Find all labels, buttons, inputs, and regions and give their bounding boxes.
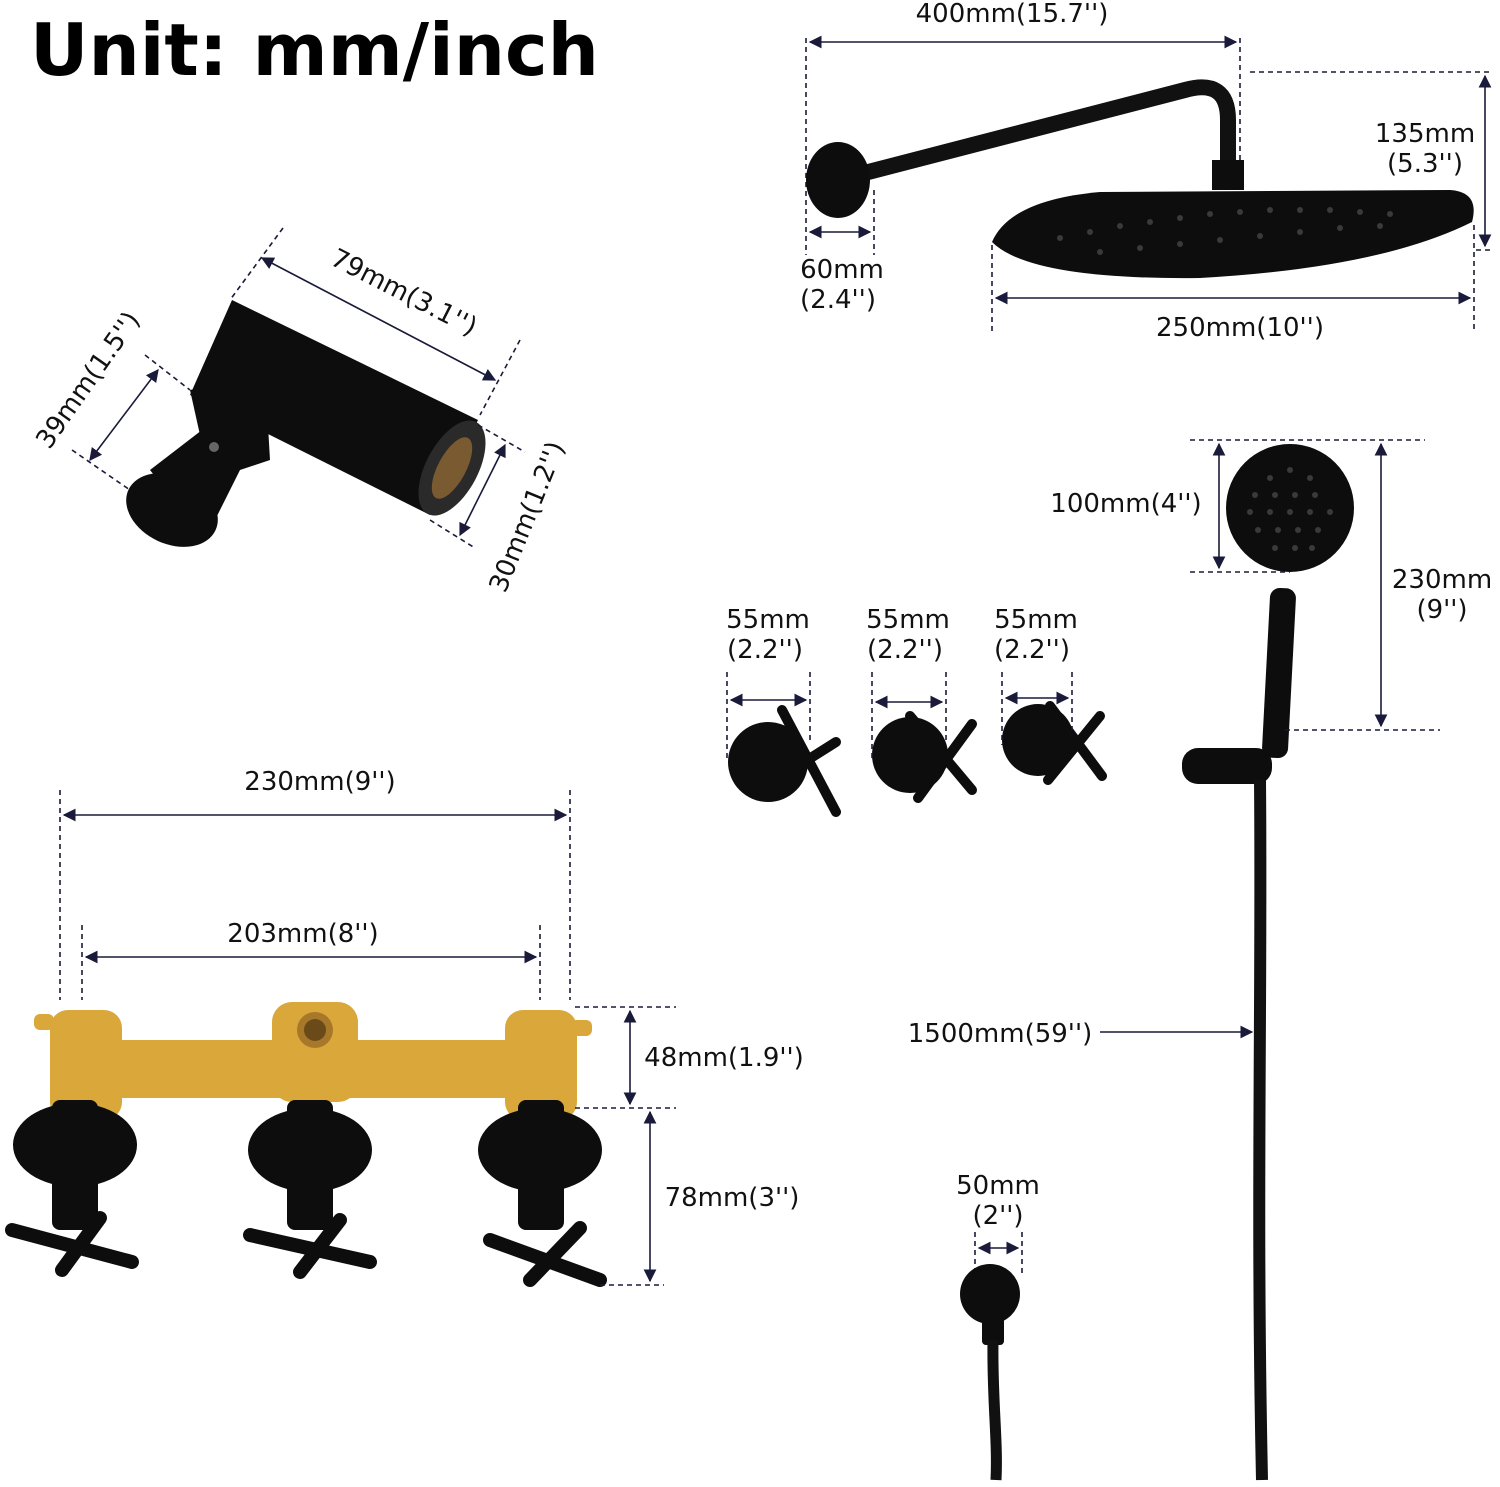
hand-head-label: 100mm(4'') (1050, 489, 1201, 519)
arm-height-label-1: 135mm (1375, 119, 1475, 149)
shower-hose (1253, 779, 1268, 1481)
valve-outer-label: 230mm(9'') (244, 767, 395, 797)
rain-shower-assembly: 400mm(15.7'') 135mm (5.3'') 60mm (2.4'') (800, 0, 1492, 343)
handle-1: 55mm (2.2'') (726, 605, 841, 817)
flange-label-1: 60mm (800, 255, 884, 285)
hand-length-label-2: (9'') (1416, 595, 1467, 625)
shower-arm (837, 79, 1236, 186)
valve-assembly: 230mm(9'') 203mm(8'') (5, 767, 804, 1287)
handle-3-label-2: (2.2'') (994, 635, 1070, 665)
handheld-holder-assembly: 79mm(3.1'') 39mm(1.5'') 30mm(1.2'') (30, 227, 571, 597)
handle-2: 55mm (2.2'') (866, 605, 977, 803)
handle-1-escutcheon (728, 722, 808, 802)
valve-height-label: 48mm(1.9'') (644, 1043, 804, 1073)
valve-right-port (505, 1010, 577, 1120)
rain-shower-head (992, 190, 1474, 279)
elbow-label-2: (2'') (972, 1201, 1023, 1231)
unit-title: Unit: mm/inch (30, 8, 599, 92)
arm-width-label: 400mm(15.7'') (916, 0, 1109, 29)
hand-shower-handle (1262, 587, 1296, 759)
hand-length-label-1: 230mm (1392, 565, 1492, 595)
handle-2-label-1: 55mm (866, 605, 950, 635)
arm-height-label-2: (5.3'') (1387, 149, 1463, 179)
head-width-label: 250mm(10'') (1156, 313, 1324, 343)
hand-shower-assembly: 100mm(4'') 230mm (9'') 1500mm(59'') (908, 439, 1492, 1481)
holder-base-disc (126, 473, 218, 547)
slide-bar-holder (1182, 748, 1272, 784)
arm-connector (1212, 160, 1244, 190)
hand-shower-head (1226, 444, 1354, 572)
handle-1-label-2: (2.2'') (727, 635, 803, 665)
holder-length-label: 79mm(3.1'') (326, 243, 482, 342)
wall-elbow-assembly: 50mm (2'') (956, 1171, 1040, 1481)
wall-flange (806, 142, 870, 218)
handle-1-label-1: 55mm (726, 605, 810, 635)
hose-length-label: 1500mm(59'') (908, 1019, 1093, 1049)
valve-left-port (50, 1010, 122, 1120)
elbow-label-1: 50mm (956, 1171, 1040, 1201)
flange-label-2: (2.4'') (800, 285, 876, 315)
valve-center-port (272, 1002, 358, 1102)
wall-elbow (960, 1264, 1020, 1324)
handle-2-label-2: (2.2'') (867, 635, 943, 665)
holder-width-label: 39mm(1.5'') (30, 306, 146, 454)
handle-3-label-1: 55mm (994, 605, 1078, 635)
elbow-hose (987, 1339, 1002, 1481)
valve-inner-label: 203mm(8'') (227, 919, 378, 949)
handle-3: 55mm (2.2'') (994, 605, 1107, 785)
stem-length-label: 78mm(3'') (665, 1183, 800, 1213)
